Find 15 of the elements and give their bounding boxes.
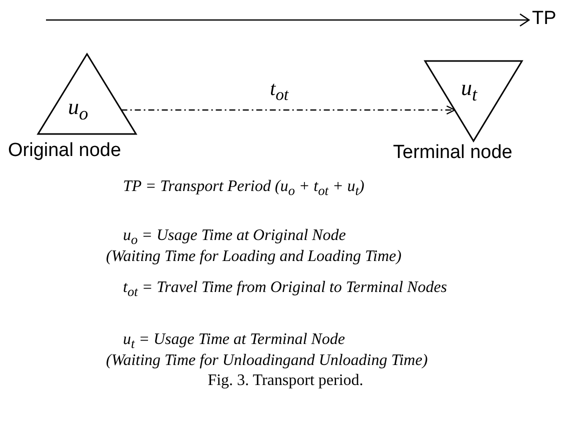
node-symbol: u$_{t}$: [461, 75, 478, 106]
definition: u$_{t}$ = Usage Time at Terminal Node: [123, 331, 345, 352]
node-symbol: u$_{o}$: [68, 94, 88, 124]
definition: (Waiting Time for Loading and Loading Time): [106, 248, 402, 266]
arrow: [121, 105, 456, 115]
definition: TP = Transport Period (u$_{o}$ + t$_{ot}$ + u$_{t}$): [123, 178, 364, 200]
definition: (Waiting Time for Unloadingand Unloading Time): [106, 352, 428, 370]
definition: u$_{o}$ = Usage Time at Original Node: [123, 227, 346, 248]
figure-caption: Fig. 3. Transport period.: [208, 372, 364, 389]
triangle-node: [425, 61, 522, 141]
axis-label: TP: [532, 8, 556, 30]
definition: t$_{ot}$ = Travel Time from Original to Terminal Nodes: [123, 279, 448, 300]
triangle-node: [38, 54, 136, 134]
node-caption: Original node: [8, 140, 122, 162]
node-caption: Terminal node: [393, 142, 512, 164]
